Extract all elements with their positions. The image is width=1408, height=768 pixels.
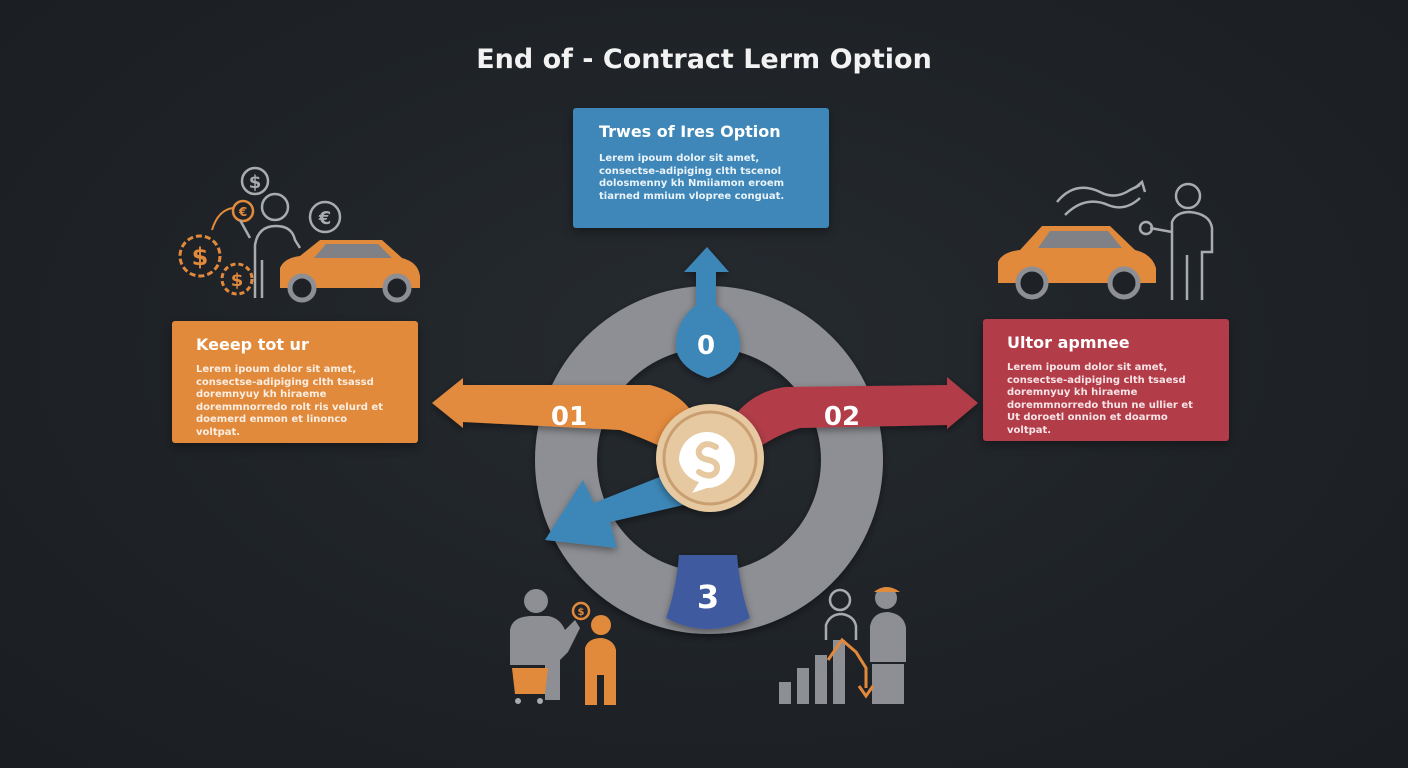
svg-text:$: $ [578, 607, 585, 618]
arrow-up [675, 247, 741, 378]
option-card-right-heading: Ultor apmnee [1007, 333, 1130, 352]
arrow-left [432, 378, 700, 465]
svg-text:€: € [318, 208, 332, 229]
marker-top-label: 0 [697, 331, 715, 361]
hub-s-icon [679, 432, 735, 493]
option-card-top-heading: Trwes of Ires Option [599, 122, 781, 141]
svg-text:$: $ [192, 243, 209, 271]
option-card-left: Keeep tot ur Lerem ipoum dolor sit amet,… [172, 321, 418, 443]
option-card-right-body: Lerem ipoum dolor sit amet, consectse-ad… [1007, 362, 1193, 436]
option-card-left-heading: Keeep tot ur [196, 335, 309, 354]
people-shopping-cart-icon: $ [510, 589, 616, 705]
marker-right-label: 02 [824, 402, 860, 432]
svg-text:$: $ [249, 172, 262, 193]
option-card-left-body: Lerem ipoum dolor sit amet, consectse-ad… [196, 364, 383, 438]
marker-left-label: 01 [551, 402, 587, 432]
people-bar-chart-icon [779, 587, 906, 704]
bottom-marker-shield [666, 555, 750, 629]
option-card-top: Trwes of Ires Option Lerem ipoum dolor s… [573, 108, 829, 228]
option-card-top-body: Lerem ipoum dolor sit amet, consectse-ad… [599, 153, 785, 202]
coins-person-car-icon: $ € € $ $ [178, 166, 420, 303]
svg-text:$: $ [231, 270, 244, 291]
marker-bottom-label: 3 [697, 578, 719, 616]
svg-text:€: € [238, 205, 247, 219]
option-card-right: Ultor apmnee Lerem ipoum dolor sit amet,… [983, 319, 1229, 441]
person-handshake-car-icon [998, 179, 1214, 300]
arrow-right [728, 377, 978, 462]
page-title: End of - Contract Lerm Option [476, 44, 932, 75]
